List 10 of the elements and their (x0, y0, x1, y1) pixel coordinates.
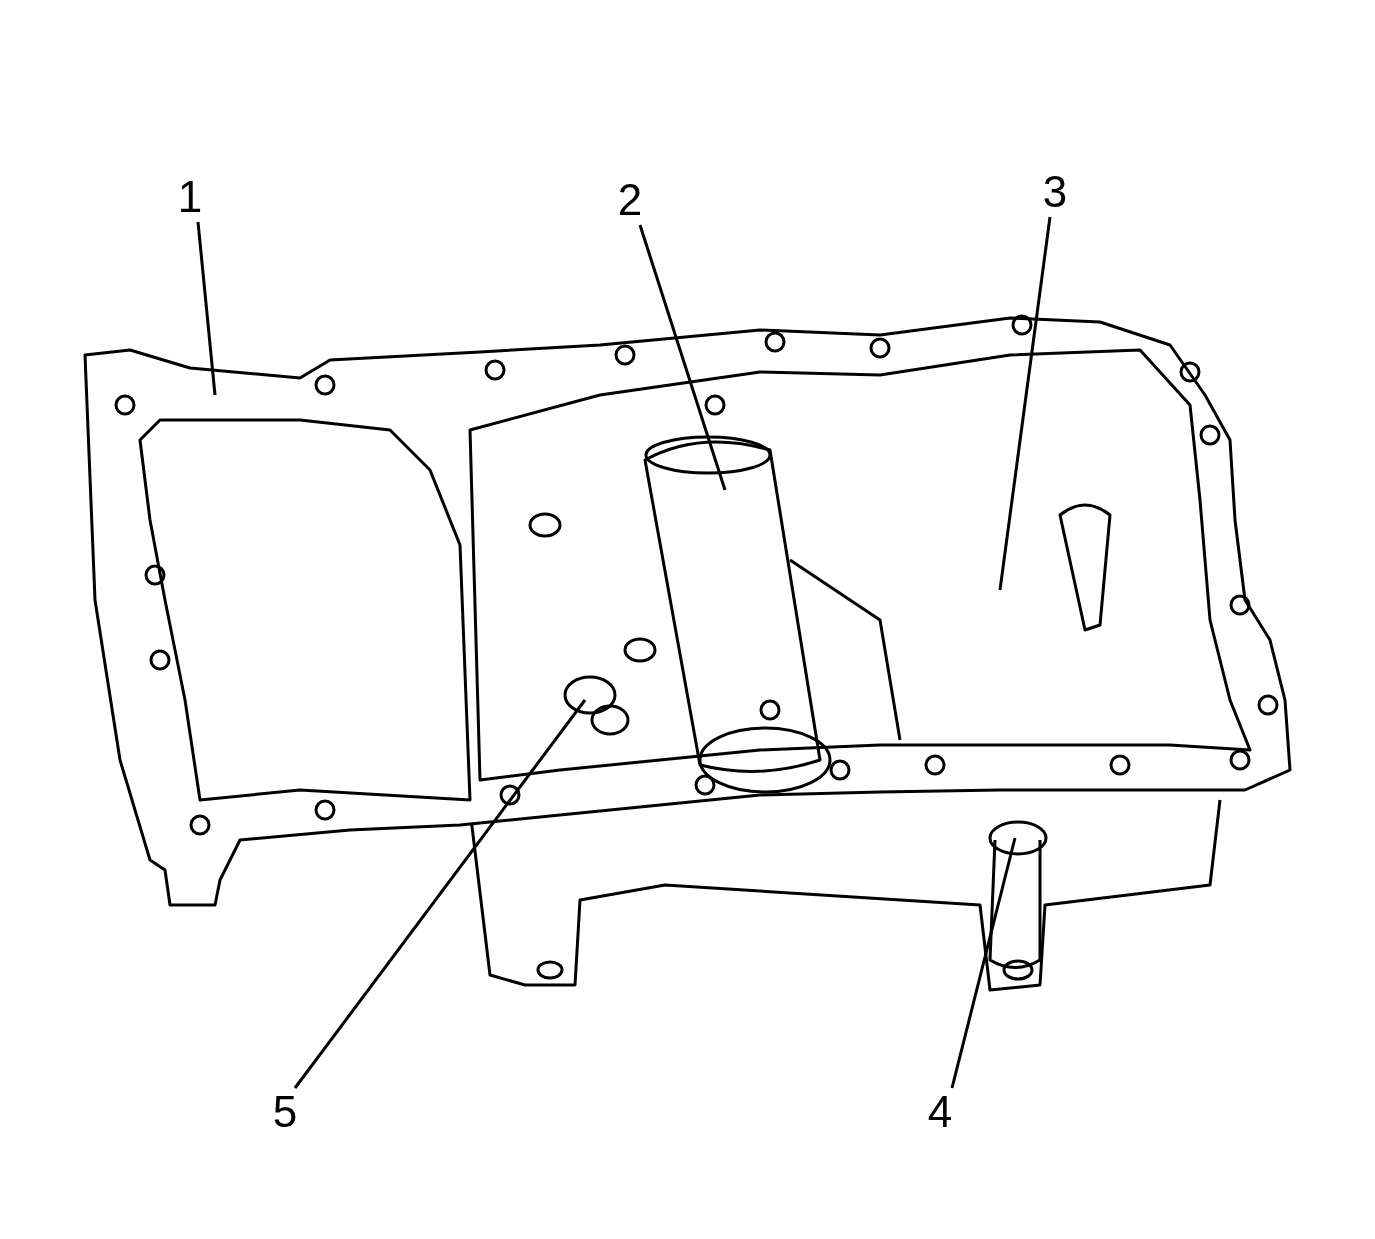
leader-line (196, 221, 217, 396)
leader-line (638, 224, 727, 491)
callout-number: 2 (610, 178, 650, 222)
leader-line (950, 837, 1017, 1089)
callout-number: 4 (920, 1090, 960, 1134)
callout-number: 3 (1035, 170, 1075, 214)
leader-line (998, 216, 1052, 591)
callout-number: 1 (170, 175, 210, 219)
callout-number: 5 (265, 1090, 305, 1134)
leader-line (293, 699, 587, 1089)
